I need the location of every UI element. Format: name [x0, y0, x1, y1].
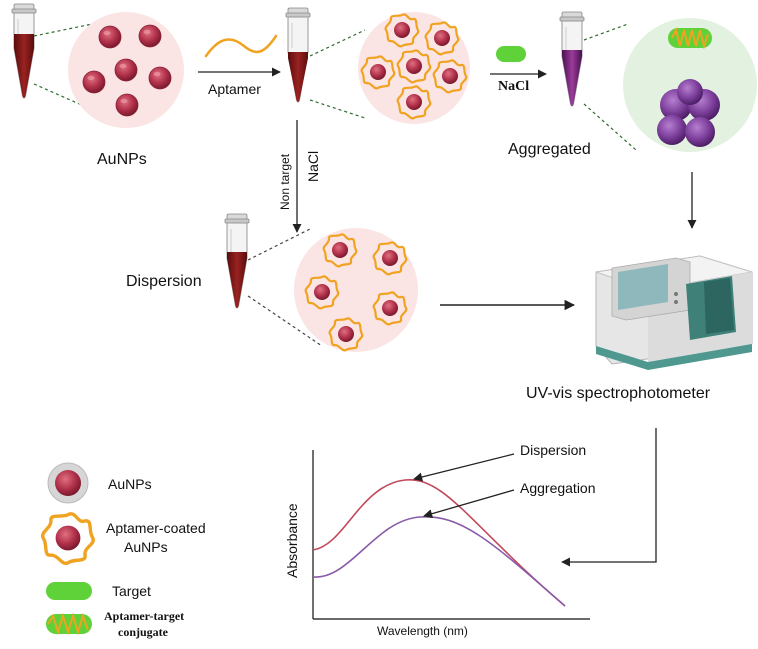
legend-label-coated-2: AuNPs: [124, 539, 168, 555]
absorbance-chart: [312, 450, 590, 620]
label-aggregated: Aggregated: [508, 141, 591, 158]
target-pill-top: [496, 46, 526, 62]
label-non-target: Non target: [278, 153, 292, 210]
aggregate-cluster: [657, 79, 720, 147]
legend-conjugate-icon: [46, 612, 92, 636]
curve-aggregation: [312, 516, 566, 607]
tube-dispersion: [224, 213, 250, 309]
label-nacl-top: NaCl: [498, 79, 530, 94]
label-dispersion: Dispersion: [126, 273, 202, 290]
chart-ylabel: Absorbance: [284, 503, 300, 578]
tube-coated: [285, 7, 311, 103]
legend-label-aunps: AuNPs: [108, 476, 152, 492]
legend-label-conjugate-1: Aptamer-target: [104, 609, 185, 623]
legend-label-conjugate-2: conjugate: [118, 625, 168, 639]
chart-xlabel: Wavelength (nm): [377, 624, 468, 638]
legend-symbols: [40, 462, 96, 636]
legend-label-target: Target: [112, 583, 151, 599]
conjugate-top: [668, 27, 712, 50]
legend-target-icon: [46, 582, 92, 600]
chart-annotation-aggregation: Aggregation: [520, 480, 596, 496]
annotation-arrow-aggregation: [423, 489, 515, 519]
label-aunps: AuNPs: [97, 151, 147, 168]
tube-aggregated: [559, 11, 585, 107]
curve-dispersion: [312, 479, 566, 607]
label-spectrophotometer: UV-vis spectrophotometer: [526, 385, 711, 402]
label-nacl-side: NaCl: [305, 150, 321, 182]
chart-annotation-dispersion: Dispersion: [520, 442, 587, 458]
legend-label-coated-1: Aptamer-coated: [106, 520, 206, 536]
aptamer-strand: [204, 34, 278, 58]
legend-coated-icon: [40, 512, 96, 566]
tube-aunps: [11, 3, 37, 99]
arrow-spectro-to-chart: [561, 428, 657, 567]
annotation-arrow-dispersion: [413, 453, 515, 482]
spectrophotometer-icon: [595, 255, 753, 370]
label-aptamer: Aptamer: [208, 81, 261, 97]
